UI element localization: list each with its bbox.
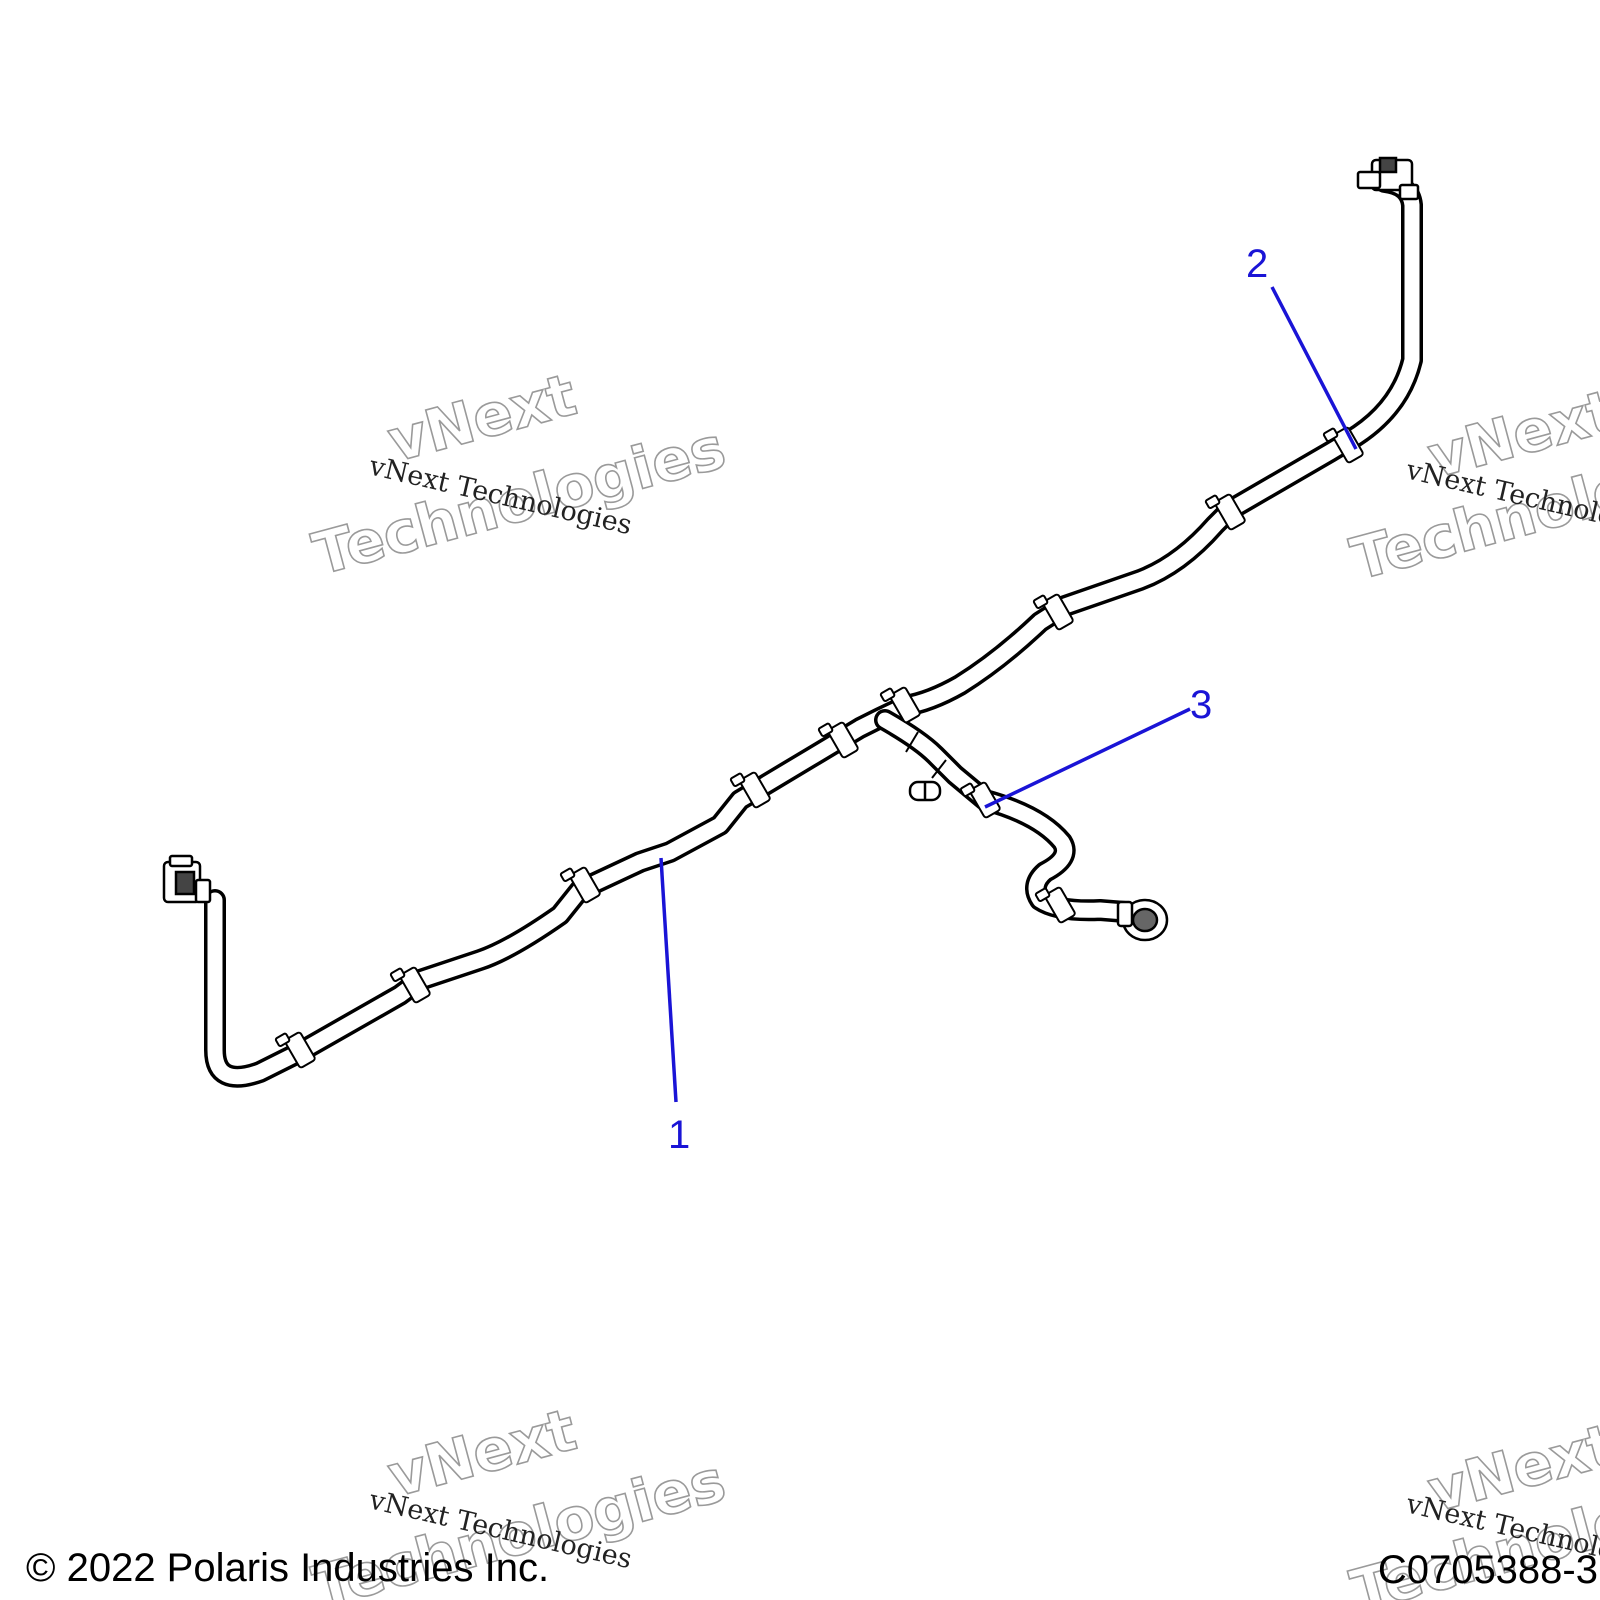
clip (1322, 426, 1364, 464)
clip (1032, 593, 1074, 631)
clip (959, 781, 1001, 819)
figure-id: C0705388-3 (1377, 1548, 1598, 1592)
copyright-text: © 2022 Polaris Industries Inc. (26, 1546, 550, 1590)
callout-1: 1 (668, 1113, 690, 1157)
branch-harness (874, 709, 1136, 923)
clip (1204, 493, 1246, 531)
connector-right (1356, 156, 1420, 201)
main-harness (204, 171, 1423, 1088)
harness-clips (274, 426, 1364, 1069)
branch-plug (908, 780, 942, 802)
clip (1034, 886, 1076, 924)
connector-branch (1116, 898, 1169, 942)
watermark-top-left: vNext Technologies vNext Technologies (305, 360, 733, 590)
clip (389, 966, 431, 1004)
leader-line-3 (984, 707, 1191, 809)
clip (559, 866, 601, 904)
leader-line-1 (659, 857, 678, 1103)
clip (274, 1031, 316, 1069)
callout-2: 2 (1246, 242, 1268, 286)
connector-left (162, 854, 212, 904)
leader-line-2 (1270, 286, 1358, 450)
clip (729, 771, 771, 809)
clip (879, 686, 921, 724)
callout-3: 3 (1190, 683, 1212, 727)
clip (817, 721, 859, 759)
